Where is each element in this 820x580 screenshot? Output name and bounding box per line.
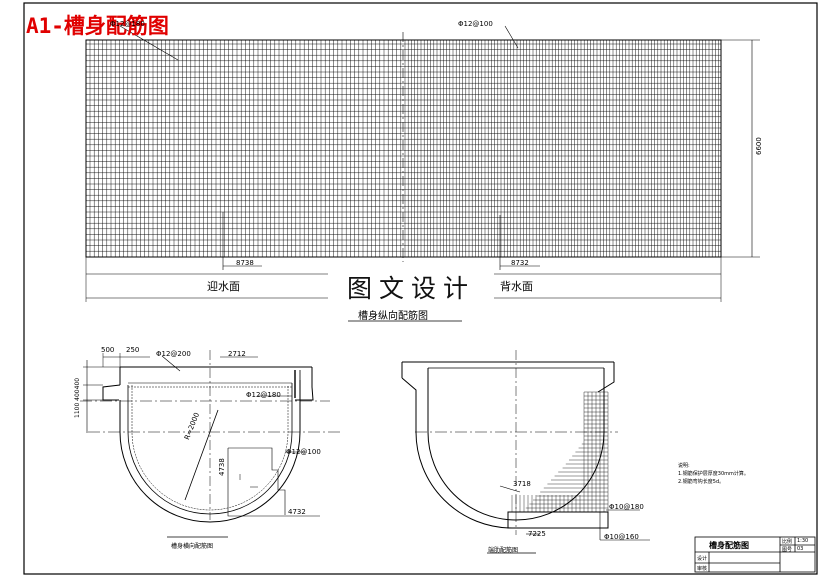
transverse-caption: 槽身横向配筋图 (171, 543, 214, 550)
rebar-grid-right (403, 40, 721, 258)
notes-title: 说明: (678, 463, 690, 469)
length-7225: 7225 (528, 530, 546, 538)
length-3718: 3718 (513, 480, 531, 488)
watermark-text: 图文设计 (328, 273, 494, 305)
dim-500: 500 (101, 346, 115, 354)
rebar-label-right: Φ12@100 (458, 20, 493, 28)
title-block-scale-label: 比例 (782, 539, 793, 545)
rebar-160-label: Φ10@160 (604, 533, 639, 541)
downstream-face-label: 背水面 (500, 280, 533, 293)
sheet-title: A1-槽身配筋图 (26, 14, 169, 38)
top-view-outline (85, 39, 722, 258)
height-dimension-text: 6600 (755, 137, 763, 155)
right-section-drawing (401, 350, 650, 541)
length-2712: 2712 (228, 350, 246, 358)
dim-250: 250 (126, 346, 140, 354)
notes-line-2: 2.钢筋弯钩长度5d。 (678, 479, 725, 485)
upstream-face-label: 迎水面 (207, 280, 240, 293)
rebar-label-left: Φ12@180 (110, 20, 145, 28)
end-rib-rebar-mesh (511, 391, 609, 513)
rebar-180-label: Φ10@180 (609, 503, 644, 511)
title-block-scale-value: 1:30 (797, 538, 809, 544)
title-block-frame (694, 536, 816, 573)
sheet-frame (23, 2, 818, 575)
title-block-sheet-label: 图号 (782, 547, 793, 553)
vertical-dimension: 1100 400400 (74, 377, 81, 418)
notes-line-1: 1.钢筋保护层厚度30mm计算。 (678, 471, 749, 477)
length-right-text: 8732 (511, 259, 529, 267)
end-rib-caption: 端肋配筋图 (488, 547, 519, 554)
length-left-text: 8738 (236, 259, 254, 267)
title-block-drawing-name: 槽身配筋图 (709, 541, 749, 550)
rebar-top-label: Φ12@200 (156, 350, 191, 358)
rebar-side-label: Φ12@180 (246, 391, 281, 399)
rebar-grid-left (86, 40, 403, 258)
longitudinal-caption: 槽身纵向配筋图 (358, 311, 428, 322)
title-block-designer-label: 设计 (697, 556, 708, 562)
rebar-100-label: Φ12@100 (286, 448, 321, 456)
length-4732: 4732 (288, 508, 306, 516)
left-section-drawing (80, 350, 340, 523)
length-4738: 4738 (218, 458, 226, 476)
title-block-sheet-value: 03 (797, 546, 804, 552)
title-block-checker-label: 审核 (697, 566, 708, 572)
